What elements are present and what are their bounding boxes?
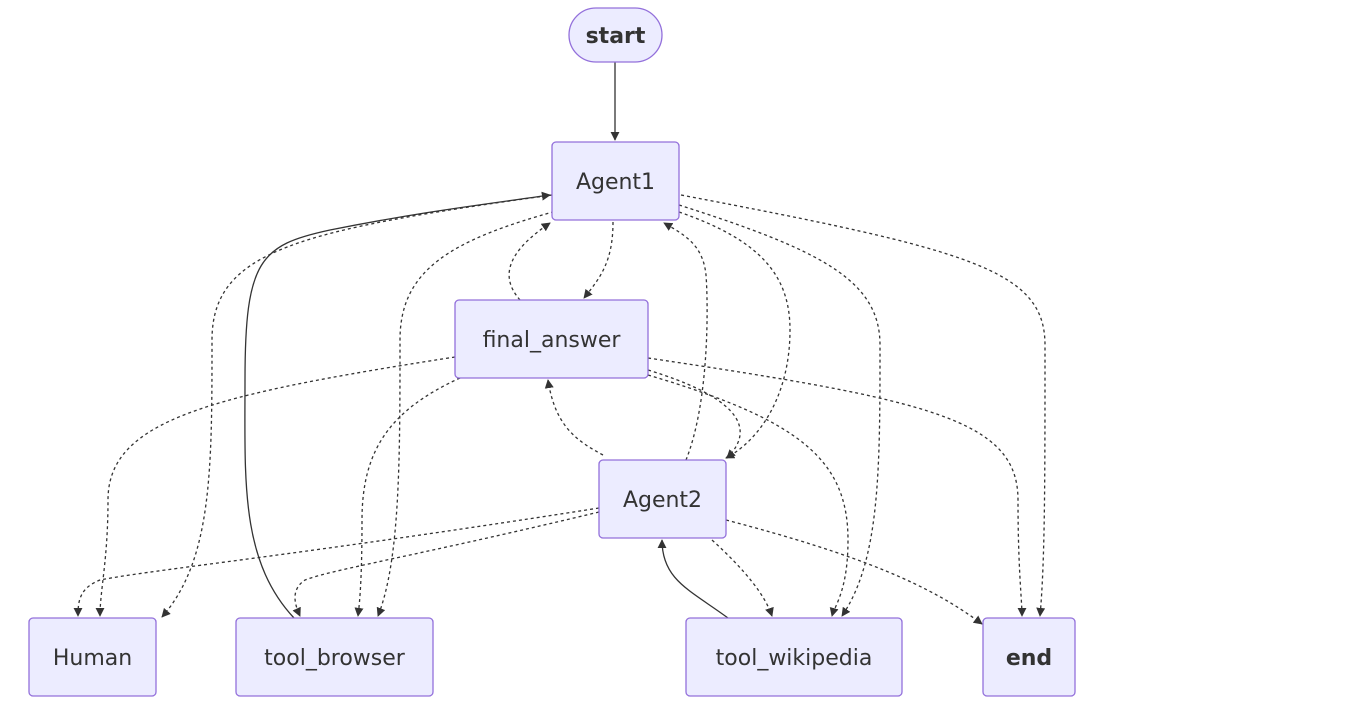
edge-agent1-to-tool-wikipedia xyxy=(678,204,881,617)
node-label: Agent2 xyxy=(623,488,702,513)
edge-agent1-to-final-answer xyxy=(583,221,614,299)
node-start[interactable]: start xyxy=(568,7,663,63)
edge-final-answer-to-human xyxy=(95,356,456,617)
edge-agent1-to-human xyxy=(161,194,553,618)
node-label: start xyxy=(586,24,646,49)
edge-agent1-to-end xyxy=(680,194,1046,617)
node-label: Agent1 xyxy=(576,170,655,195)
edge-agent2-to-agent1 xyxy=(663,222,708,461)
edge-agent2-to-end xyxy=(725,519,983,625)
edge-final-answer-to-end xyxy=(647,357,1027,617)
node-agent2[interactable]: Agent2 xyxy=(598,459,727,539)
node-box xyxy=(28,617,157,697)
edge-agent2-to-tool-browser xyxy=(292,511,600,617)
node-agent1[interactable]: Agent1 xyxy=(551,141,680,221)
node-box xyxy=(685,617,903,697)
node-label: tool_browser xyxy=(264,646,406,671)
node-label: Human xyxy=(53,646,132,671)
node-human[interactable]: Human xyxy=(28,617,157,697)
node-box xyxy=(551,141,680,221)
node-label: final_answer xyxy=(483,328,622,353)
edge-final-answer-to-agent2 xyxy=(647,369,741,459)
edges-layer xyxy=(73,62,1046,625)
edge-tool-wikipedia-to-agent2 xyxy=(657,539,729,619)
node-final-answer[interactable]: final_answer xyxy=(454,299,649,379)
node-label: tool_wikipedia xyxy=(716,646,873,671)
edge-agent2-to-human xyxy=(73,507,600,617)
edge-final-answer-to-tool-browser xyxy=(354,377,461,617)
node-tool-wikipedia[interactable]: tool_wikipedia xyxy=(685,617,903,697)
edge-agent1-to-agent2 xyxy=(678,211,791,459)
node-box xyxy=(982,617,1076,697)
edge-final-answer-to-tool-wikipedia xyxy=(647,374,849,617)
node-end[interactable]: end xyxy=(982,617,1076,697)
node-box xyxy=(598,459,727,539)
node-tool-browser[interactable]: tool_browser xyxy=(235,617,434,697)
node-box xyxy=(568,7,663,63)
edge-agent2-to-tool-wikipedia xyxy=(711,539,774,617)
edge-final-answer-to-agent1 xyxy=(508,222,551,301)
node-label: end xyxy=(1006,646,1052,671)
node-box xyxy=(454,299,649,379)
edge-agent1-to-tool-browser xyxy=(376,209,561,617)
edge-agent2-to-final-answer xyxy=(544,379,604,456)
edge-tool-browser-to-agent1 xyxy=(244,191,551,619)
node-box xyxy=(235,617,434,697)
